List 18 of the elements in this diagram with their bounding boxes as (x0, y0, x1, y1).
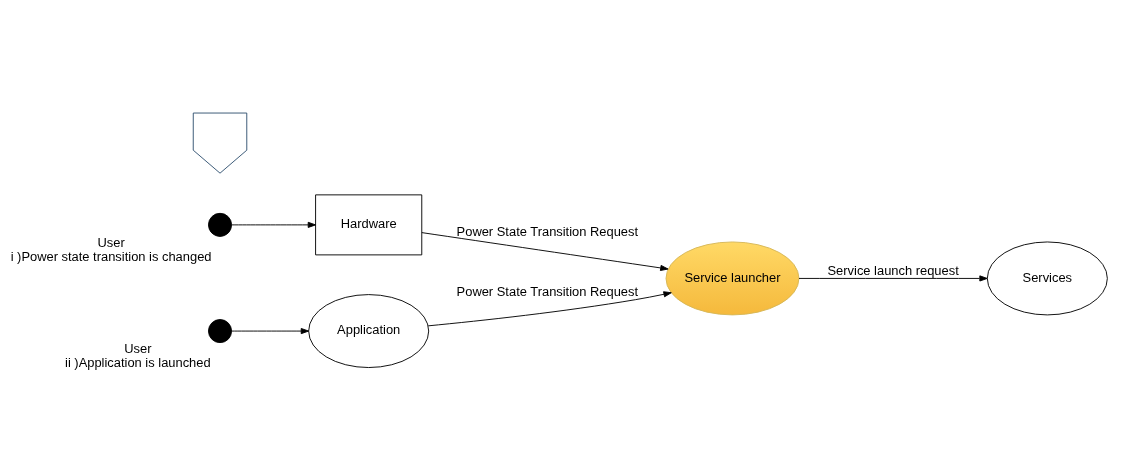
node-label: ii )Application is launched (65, 354, 211, 370)
node-box: Hardware (315, 193, 423, 255)
node-label: User (97, 234, 125, 250)
node-circle (208, 212, 232, 237)
node-ellipse: Services (986, 241, 1108, 315)
edge-label: Power State Transition Request (456, 223, 639, 239)
node-circle (208, 318, 232, 343)
arrow (421, 231, 669, 271)
arrow (231, 221, 317, 228)
arrow (798, 274, 988, 281)
arrow (427, 290, 672, 326)
node-label: i )Power state transition is changed (10, 248, 212, 264)
node-arrow (192, 112, 248, 174)
edge-label: Service launch request (827, 262, 959, 278)
arrow (231, 327, 310, 334)
node-ellipse: Application (308, 293, 430, 368)
node-label: User (124, 340, 152, 356)
edge-label: Power State Transition Request (456, 283, 639, 299)
